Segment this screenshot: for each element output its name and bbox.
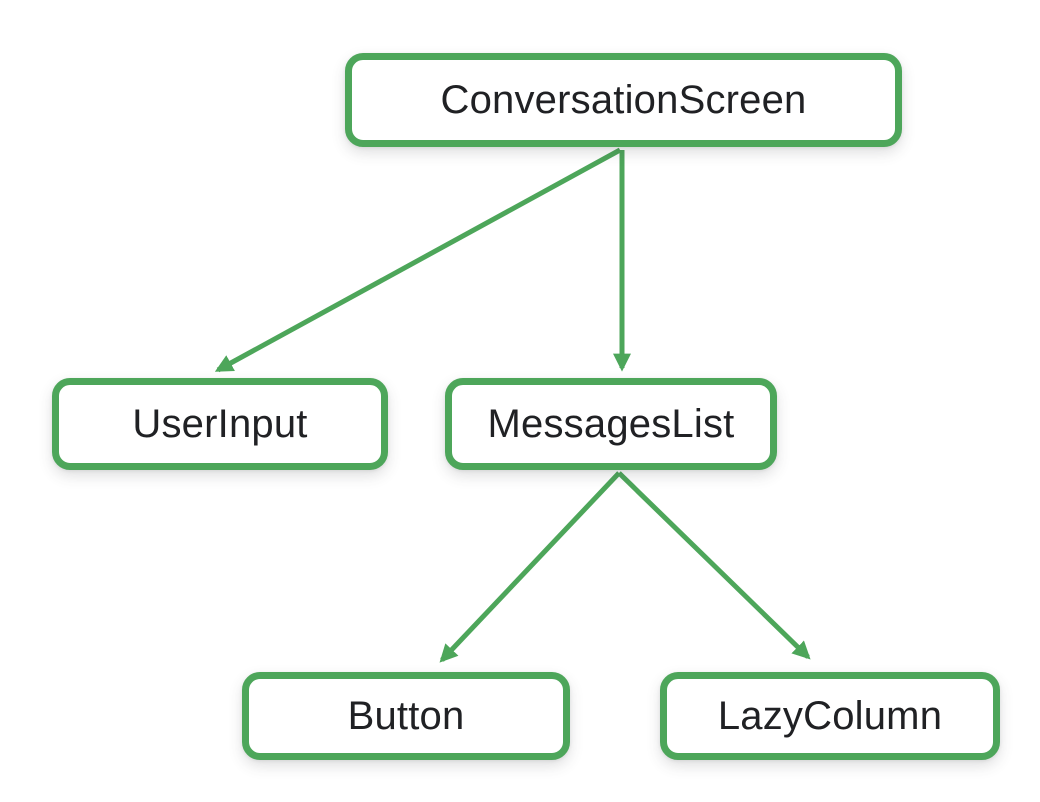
node-lazy-column-label: LazyColumn (717, 693, 943, 738)
node-user-input: UserInput (52, 378, 388, 470)
node-button-label: Button (347, 693, 465, 738)
node-lazy-column: LazyColumn (660, 672, 1000, 760)
edge-messageslist-button (439, 471, 621, 663)
edge-conversationscreen-userinput (214, 147, 622, 373)
node-messages-list: MessagesList (445, 378, 777, 470)
node-user-input-label: UserInput (132, 401, 308, 446)
node-conversation-screen-label: ConversationScreen (440, 77, 807, 122)
node-button: Button (242, 672, 570, 760)
node-messages-list-label: MessagesList (487, 401, 735, 446)
edge-messageslist-lazycolumn (617, 471, 811, 660)
node-conversation-screen: ConversationScreen (345, 53, 902, 147)
